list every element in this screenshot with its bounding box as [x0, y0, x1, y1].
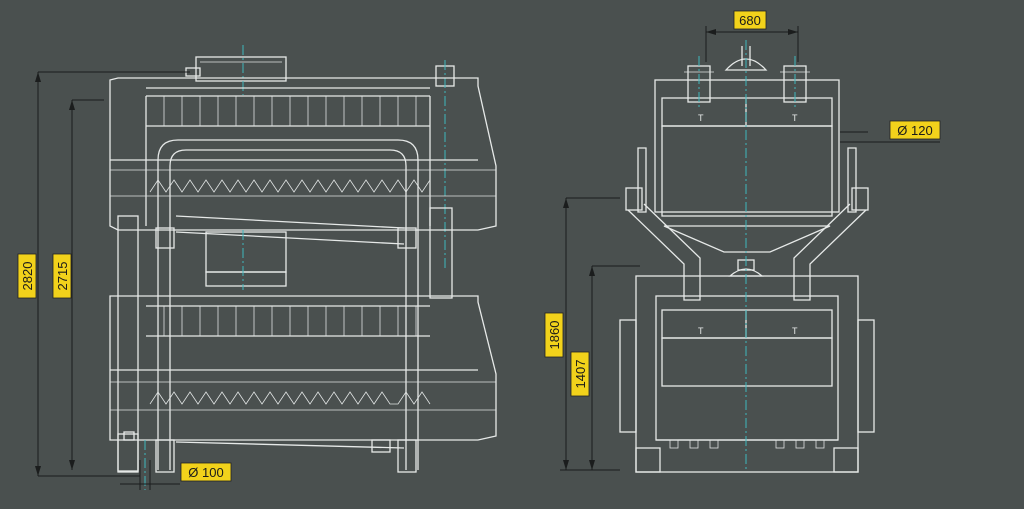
dimension-label-d100-text: Ø 100: [188, 465, 223, 480]
dimension-label-1860-text: 1860: [547, 321, 562, 350]
dimension-label-d100: Ø 100: [180, 462, 232, 482]
dimension-label-2715: 2715: [52, 253, 72, 299]
dimension-label-680: 680: [733, 10, 767, 30]
svg-text:T: T: [698, 326, 704, 336]
svg-text:T: T: [698, 113, 704, 123]
dimension-label-1407: 1407: [570, 351, 590, 397]
dimension-label-1407-text: 1407: [573, 360, 588, 389]
dimension-label-d120: Ø 120: [889, 120, 941, 140]
dimension-label-d120-text: Ø 120: [897, 123, 932, 138]
dimension-label-2820-text: 2820: [20, 262, 35, 291]
dimension-label-2820: 2820: [17, 253, 37, 299]
svg-text:T: T: [792, 113, 798, 123]
dimension-lines: [35, 26, 940, 490]
front-view: [109, 45, 497, 490]
dimension-label-680-text: 680: [739, 13, 761, 28]
dimension-label-2715-text: 2715: [55, 262, 70, 291]
svg-text:T: T: [792, 326, 798, 336]
side-view: T T T T: [619, 40, 875, 473]
dimension-label-1860: 1860: [544, 312, 564, 358]
